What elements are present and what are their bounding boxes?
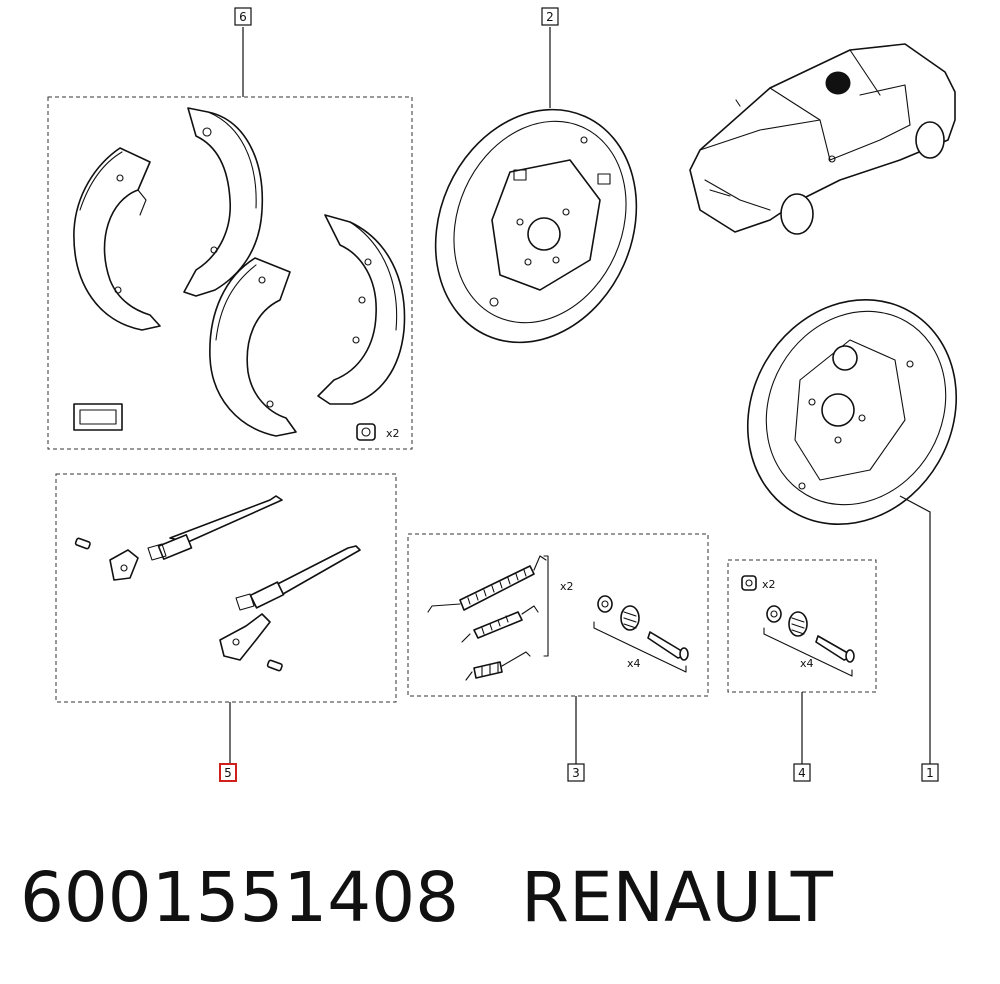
kit-4-pins-qty: x4 — [800, 657, 814, 670]
kit-3-pins-bracket — [593, 621, 687, 673]
leader-1 — [899, 495, 931, 764]
backing-plate-1 — [746, 298, 958, 526]
brake-shoe-d — [317, 214, 406, 405]
kit-4-pins-bracket — [763, 627, 853, 677]
svg-text:1: 1 — [926, 766, 934, 780]
callout-4[interactable]: 4 — [793, 763, 811, 782]
svg-text:5: 5 — [224, 766, 232, 780]
svg-text:2: 2 — [546, 10, 554, 24]
car-front-wheel-marker — [825, 71, 851, 95]
kit-4-hardware — [741, 575, 855, 663]
part-number: 6001551408 — [20, 858, 459, 938]
kit-4-nut-qty: x2 — [762, 578, 776, 591]
kit-6-frame — [47, 96, 413, 450]
shoe-nut-icon — [356, 423, 376, 441]
callout-5[interactable]: 5 — [219, 763, 237, 782]
callout-2[interactable]: 2 — [541, 7, 559, 26]
svg-text:6: 6 — [239, 10, 247, 24]
callout-1[interactable]: 1 — [921, 763, 939, 782]
brake-shoe-b — [183, 107, 264, 297]
shoe-nut-qty: x2 — [386, 427, 400, 440]
brake-shoe-a — [73, 147, 161, 331]
brake-shoe-c — [209, 257, 297, 437]
part-caption: 6001551408 RENAULT — [20, 858, 833, 938]
callout-6[interactable]: 6 — [234, 7, 252, 26]
kit-3-frame — [407, 533, 709, 697]
backing-plate-2 — [434, 108, 638, 344]
spring-long — [427, 555, 547, 613]
adjuster-lower — [219, 545, 361, 672]
svg-text:3: 3 — [572, 766, 580, 780]
brand-name: RENAULT — [521, 858, 833, 938]
spring-medium — [461, 605, 539, 643]
adjuster-upper — [74, 495, 283, 581]
spring-short — [465, 651, 531, 681]
label-plate — [73, 403, 123, 431]
springs-qty: x2 — [560, 580, 574, 593]
springs-bracket — [543, 555, 549, 657]
callout-3[interactable]: 3 — [567, 763, 585, 782]
car-illustration — [689, 43, 956, 235]
kit-3-hardware — [597, 595, 689, 661]
kit-3-pins-qty: x4 — [627, 657, 641, 670]
svg-text:4: 4 — [798, 766, 806, 780]
kit-5-frame — [55, 473, 397, 703]
